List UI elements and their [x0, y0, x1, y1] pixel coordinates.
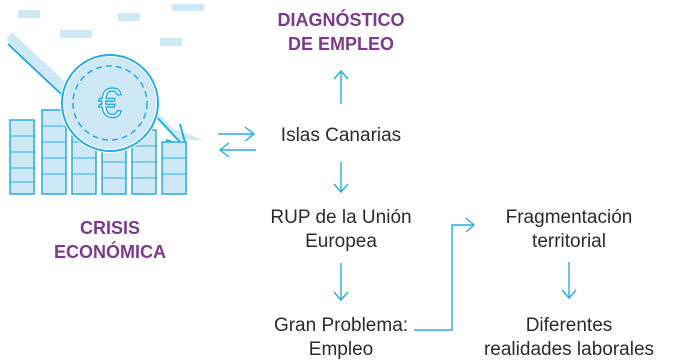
rup-node: RUP de la Unión Europea: [251, 206, 431, 254]
arrow-down-to-rup: [333, 162, 349, 194]
diferentes-line2: realidades laborales: [483, 339, 655, 360]
crisis-line2: ECONÓMICA: [54, 242, 166, 262]
falling-chart-euro-coin-stack-icon: €: [6, 4, 204, 195]
svg-text:€: €: [98, 79, 121, 126]
islas-canarias-node: Islas Canarias: [280, 125, 402, 146]
arrow-down-to-gran-problema: [333, 263, 349, 302]
arrow-elbow-to-fragmentacion: [414, 217, 476, 331]
diagnostico-line2: DE EMPLEO: [287, 34, 394, 54]
arrow-down-to-diferentes: [561, 262, 577, 300]
frag-line2: territorial: [532, 231, 606, 252]
exchange-arrows-icon: [218, 126, 256, 158]
frag-line1: Fragmentación: [505, 207, 633, 228]
diagnostico-line1: DIAGNÓSTICO: [277, 10, 405, 30]
gran-line2: Empleo: [308, 339, 374, 360]
diferentes-realidades-node: Diferentes realidades laborales: [466, 314, 672, 362]
diferentes-line1: Diferentes: [525, 315, 613, 336]
rup-line2: Europea: [305, 231, 377, 252]
crisis-line1: CRISIS: [79, 218, 140, 238]
rup-line1: RUP de la Unión: [270, 207, 412, 228]
arrow-up-to-diagnostico: [333, 69, 349, 104]
diagnostico-heading: DIAGNÓSTICO DE EMPLEO: [266, 8, 416, 56]
gran-problema-node: Gran Problema: Empleo: [251, 314, 431, 362]
gran-line1: Gran Problema:: [273, 315, 409, 336]
crisis-heading: CRISIS ECONÓMICA: [30, 216, 190, 264]
fragmentacion-node: Fragmentación territorial: [479, 206, 659, 254]
